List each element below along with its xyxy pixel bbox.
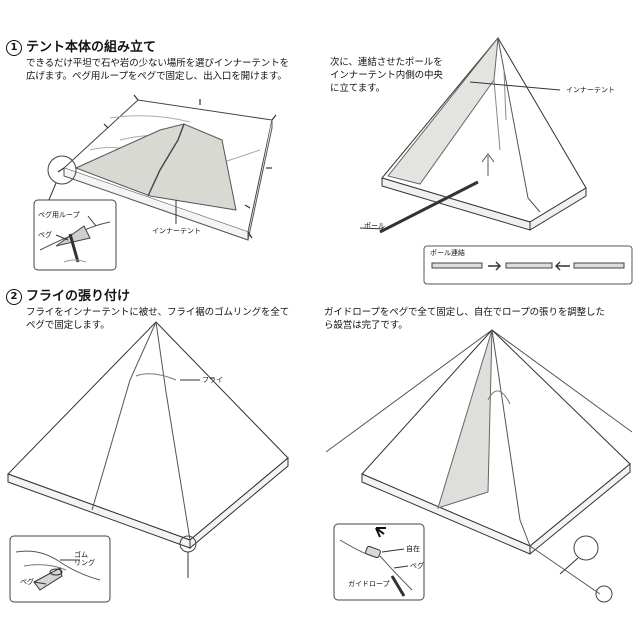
step1-instructions: できるだけ平坦で石や岩の少ない場所を選びインナーテントを 広げます。ペグ用ループ… xyxy=(26,58,290,82)
label-rubber-ring: ゴム リング xyxy=(74,551,95,567)
zoom-circle-peg-loop xyxy=(47,155,77,185)
step1-heading: 1 テント本体の組み立て xyxy=(6,36,156,56)
label-peg-step2b: ペグ xyxy=(410,562,424,570)
zoom-circle-guy-rope xyxy=(573,535,599,561)
finished-tent xyxy=(361,329,631,547)
zoom-circle-peg xyxy=(595,585,613,603)
label-peg-loop: ペグ用ループ xyxy=(38,211,80,219)
step1-pole-instructions: 次に、連結させたポールを インナーテント内側の中央 に立てます。 xyxy=(330,57,443,94)
guy-rope-right xyxy=(491,329,633,433)
step2-title: フライの張り付け xyxy=(26,289,131,304)
step2-heading: 2 フライの張り付け xyxy=(6,285,130,305)
guy-rope-inset xyxy=(333,523,425,601)
step2-instructions: フライをインナーテントに被せ、フライ裾のゴムリングを全て ペグで固定します。 xyxy=(26,307,290,331)
label-guy-rope: ガイドロープ xyxy=(348,580,390,588)
step2-number: 2 xyxy=(6,289,22,305)
inner-tent-door-panel xyxy=(387,36,499,185)
label-pole: ポール xyxy=(364,222,385,230)
step1-number: 1 xyxy=(6,40,22,56)
label-adjuster: 自在 xyxy=(406,545,420,553)
pole xyxy=(379,180,479,234)
step1-title: テント本体の組み立て xyxy=(26,40,157,55)
label-pole-connection: ポール連結 xyxy=(430,249,465,257)
collapsed-inner-tent xyxy=(74,123,237,211)
label-inner-tent-spread: インナーテント xyxy=(152,227,201,235)
label-inner-tent-pole: インナーテント xyxy=(566,86,615,94)
step2-guyrope-instructions: ガイドロープをペグで全て固定し、自在でロープの張りを調整した ら設営は完了です。 xyxy=(324,307,605,331)
guy-rope-left xyxy=(325,329,493,453)
label-peg-step1: ペグ xyxy=(38,231,52,239)
label-peg-step2a: ペグ xyxy=(20,578,34,586)
label-fly: フライ xyxy=(202,376,223,384)
open-door xyxy=(437,329,493,509)
